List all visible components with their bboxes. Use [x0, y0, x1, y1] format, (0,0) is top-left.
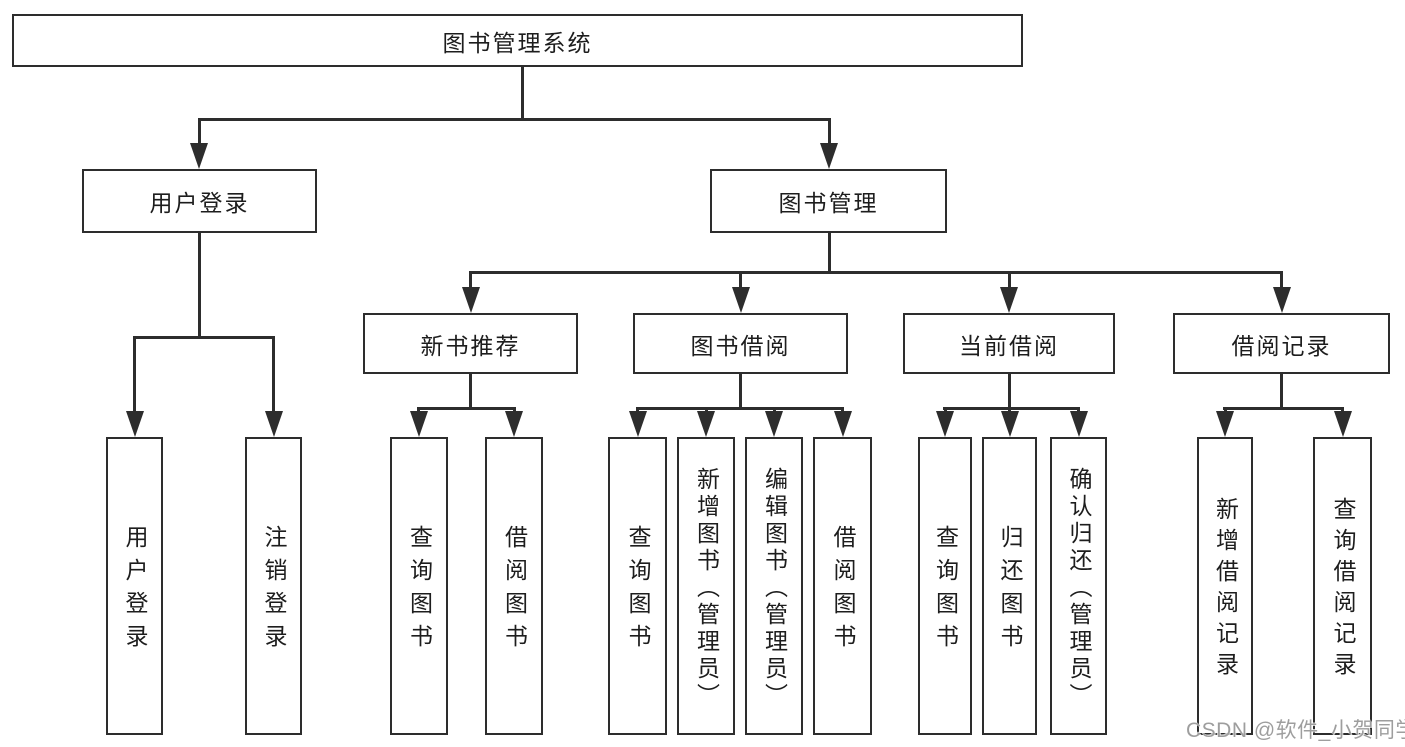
connector-drop-leaf-user-login — [133, 336, 136, 412]
node-root-label: 图书管理系统 — [442, 29, 593, 56]
leaf-current-confirm-admin: 确认归还（管理员） — [1050, 437, 1107, 735]
leaf-borrow-edit-admin: 编辑图书（管理员） — [745, 437, 803, 735]
connector-drop-book-borrow — [739, 271, 742, 291]
connector-drop-leaf-logout — [272, 336, 275, 412]
arrowhead-borrow-record — [1272, 287, 1291, 313]
arrowhead-leaf-borrow-query — [628, 411, 647, 437]
connector-current-borrow-bar — [943, 407, 1079, 410]
arrowhead-leaf-current-query — [936, 411, 954, 437]
leaf-newbook-borrow-label: 借阅图书 — [501, 525, 528, 657]
arrowhead-leaf-borrow-edit — [765, 411, 783, 437]
connector-root-stem — [520, 67, 524, 121]
leaf-user-login: 用户登录 — [106, 437, 163, 735]
connector-book-borrow-bar — [636, 407, 843, 410]
node-current-borrow-label: 当前借阅 — [959, 332, 1059, 359]
leaf-current-query: 查询图书 — [918, 437, 972, 735]
leaf-borrow-book-label: 借阅图书 — [830, 525, 856, 657]
node-book-borrow: 图书借阅 — [633, 313, 848, 374]
connector-borrow-record-bar — [1223, 407, 1343, 410]
connector-new-book-bar — [417, 407, 515, 410]
node-book-borrow-label: 图书借阅 — [690, 332, 791, 359]
connector-book-mgmt-stem — [827, 233, 831, 274]
node-current-borrow: 当前借阅 — [903, 313, 1115, 374]
leaf-newbook-borrow: 借阅图书 — [485, 437, 543, 735]
node-user-login: 用户登录 — [82, 169, 317, 233]
node-user-login-label: 用户登录 — [149, 190, 250, 216]
node-book-mgmt-label: 图书管理 — [778, 190, 879, 216]
connector-current-borrow-stem — [1007, 374, 1011, 410]
arrowhead-leaf-borrow-book — [833, 411, 852, 437]
leaf-record-query-label: 查询借阅记录 — [1330, 497, 1356, 683]
leaf-user-login-label: 用户登录 — [122, 525, 148, 657]
leaf-current-return-label: 归还图书 — [997, 525, 1023, 657]
connector-drop-current-borrow — [1007, 271, 1011, 291]
arrowhead-leaf-newbook-borrow — [505, 411, 523, 437]
node-borrow-record-label: 借阅记录 — [1231, 332, 1332, 359]
leaf-logout-label: 注销登录 — [261, 525, 287, 657]
leaf-borrow-book: 借阅图书 — [813, 437, 872, 735]
connector-user-login-stem — [197, 233, 201, 339]
watermark: CSDN @软件_小贺同学 — [1186, 719, 1405, 742]
arrowhead-leaf-current-return — [1000, 411, 1019, 437]
arrowhead-user-login — [190, 143, 208, 169]
connector-level2-bar — [199, 118, 831, 121]
connector-drop-user-login — [197, 118, 201, 146]
leaf-record-add: 新增借阅记录 — [1197, 437, 1253, 735]
connector-level3-bar — [469, 271, 1283, 274]
leaf-logout: 注销登录 — [245, 437, 302, 735]
arrowhead-book-borrow — [731, 287, 750, 313]
connector-borrow-record-stem — [1280, 374, 1283, 410]
leaf-newbook-query-label: 查询图书 — [406, 525, 433, 657]
arrowhead-current-borrow — [1000, 287, 1018, 313]
arrowhead-new-book — [461, 287, 480, 313]
arrowhead-leaf-logout — [264, 411, 283, 437]
arrowhead-book-mgmt — [820, 143, 838, 169]
arrowhead-leaf-record-query — [1333, 411, 1352, 437]
leaf-newbook-query: 查询图书 — [390, 437, 448, 735]
leaf-borrow-query-label: 查询图书 — [625, 525, 651, 657]
leaf-current-confirm-admin-label: 确认归还（管理员） — [1066, 466, 1092, 710]
leaf-borrow-edit-admin-label: 编辑图书（管理员） — [761, 466, 788, 710]
arrowhead-leaf-borrow-add — [697, 411, 715, 437]
connector-user-login-bar — [133, 336, 275, 339]
connector-new-book-stem — [469, 374, 472, 410]
connector-drop-borrow-record — [1280, 271, 1283, 291]
leaf-current-query-label: 查询图书 — [932, 525, 959, 657]
node-book-mgmt: 图书管理 — [710, 169, 947, 233]
node-borrow-record: 借阅记录 — [1173, 313, 1390, 374]
leaf-borrow-query: 查询图书 — [608, 437, 667, 735]
leaf-record-query: 查询借阅记录 — [1313, 437, 1372, 735]
leaf-record-add-label: 新增借阅记录 — [1212, 497, 1239, 683]
leaf-current-return: 归还图书 — [982, 437, 1037, 735]
node-new-book: 新书推荐 — [363, 313, 578, 374]
arrowhead-leaf-user-login — [125, 411, 144, 437]
arrowhead-leaf-current-confirm — [1069, 411, 1088, 437]
node-root: 图书管理系统 — [12, 14, 1023, 67]
connector-drop-book-mgmt — [827, 118, 831, 146]
connector-drop-new-book — [469, 271, 472, 291]
node-new-book-label: 新书推荐 — [420, 332, 521, 359]
leaf-borrow-add-admin-label: 新增图书（管理员） — [693, 466, 720, 710]
leaf-borrow-add-admin: 新增图书（管理员） — [677, 437, 735, 735]
arrowhead-leaf-record-add — [1216, 411, 1234, 437]
arrowhead-leaf-newbook-query — [409, 411, 428, 437]
connector-book-borrow-stem — [739, 374, 742, 410]
